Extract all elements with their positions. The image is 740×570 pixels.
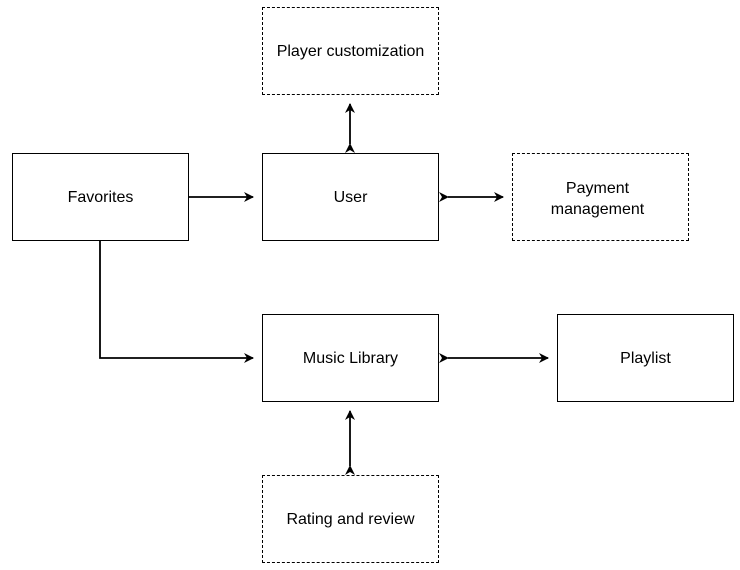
node-label-favorites: Favorites (67, 188, 134, 206)
node-payment-management: Payment management (512, 153, 689, 241)
node-label-playlist: Playlist (620, 349, 671, 367)
edge-favorites-music-library (99, 241, 254, 363)
node-player-customization: Player customization (262, 7, 439, 95)
node-label-player-customization: Player customization (276, 42, 425, 60)
node-user: User (262, 153, 439, 241)
node-music-library: Music Library (262, 314, 439, 402)
node-label-payment-management: Payment management (550, 180, 645, 218)
node-label-user: User (333, 188, 368, 206)
node-label-music-library: Music Library (302, 349, 399, 367)
node-favorites: Favorites (12, 153, 189, 241)
node-playlist: Playlist (557, 314, 734, 402)
node-label-rating-and-review: Rating and review (286, 510, 415, 528)
node-rating-and-review: Rating and review (262, 475, 439, 563)
